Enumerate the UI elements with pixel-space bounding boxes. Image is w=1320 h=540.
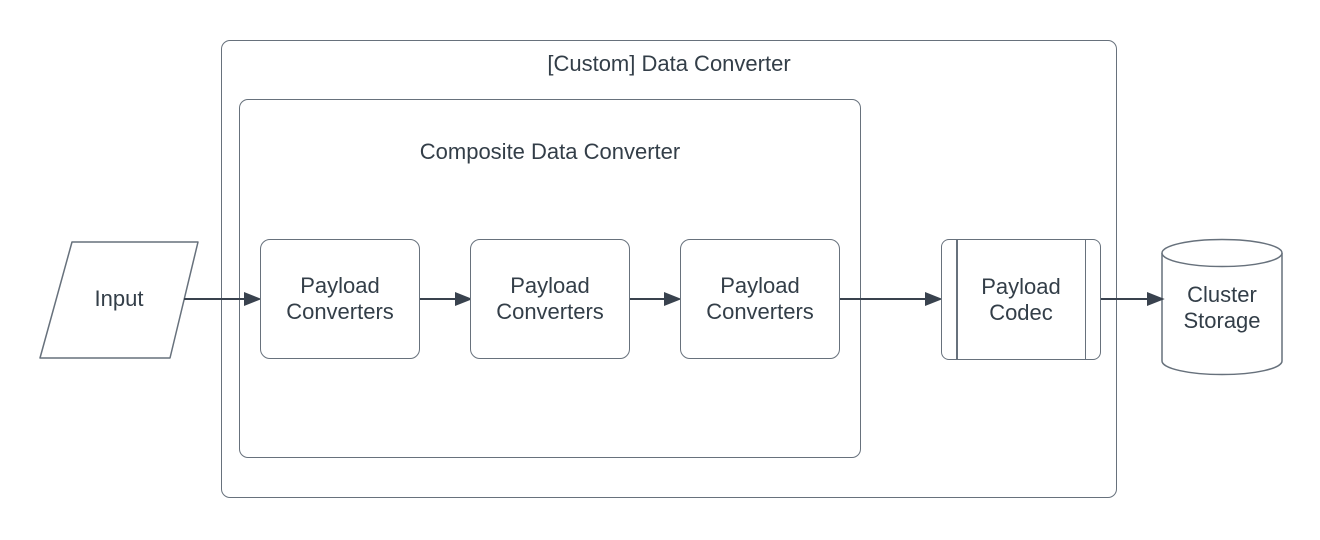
cluster-storage-cylinder-body [1161,253,1283,376]
arrowhead-icon [244,292,262,306]
codec-side-bar-right [1084,240,1086,359]
arrowhead-icon [925,292,943,306]
payload-converters-node-1: Payload Converters [260,239,420,359]
input-node-label: Input [94,286,144,311]
payload-codec-label: Payload Codec [981,273,1061,325]
arrowhead-icon [664,292,682,306]
arrowhead-icon [455,292,473,306]
payload-converters-node-3: Payload Converters [680,239,840,359]
codec-side-bar-left [956,240,958,359]
arrowhead-icon [1147,292,1165,306]
composite-data-converter-group [239,99,861,458]
input-parallelogram-shape [39,241,199,359]
composite-data-converter-title: Composite Data Converter [419,139,681,164]
payload-codec-node: Payload Codec [941,239,1101,360]
cluster-storage-node-label: Cluster Storage [1183,282,1261,333]
custom-data-converter-title: [Custom] Data Converter [547,51,791,76]
cluster-storage-cylinder-top [1161,238,1283,268]
custom-data-converter-group [221,40,1117,498]
payload-converters-node-2: Payload Converters [470,239,630,359]
